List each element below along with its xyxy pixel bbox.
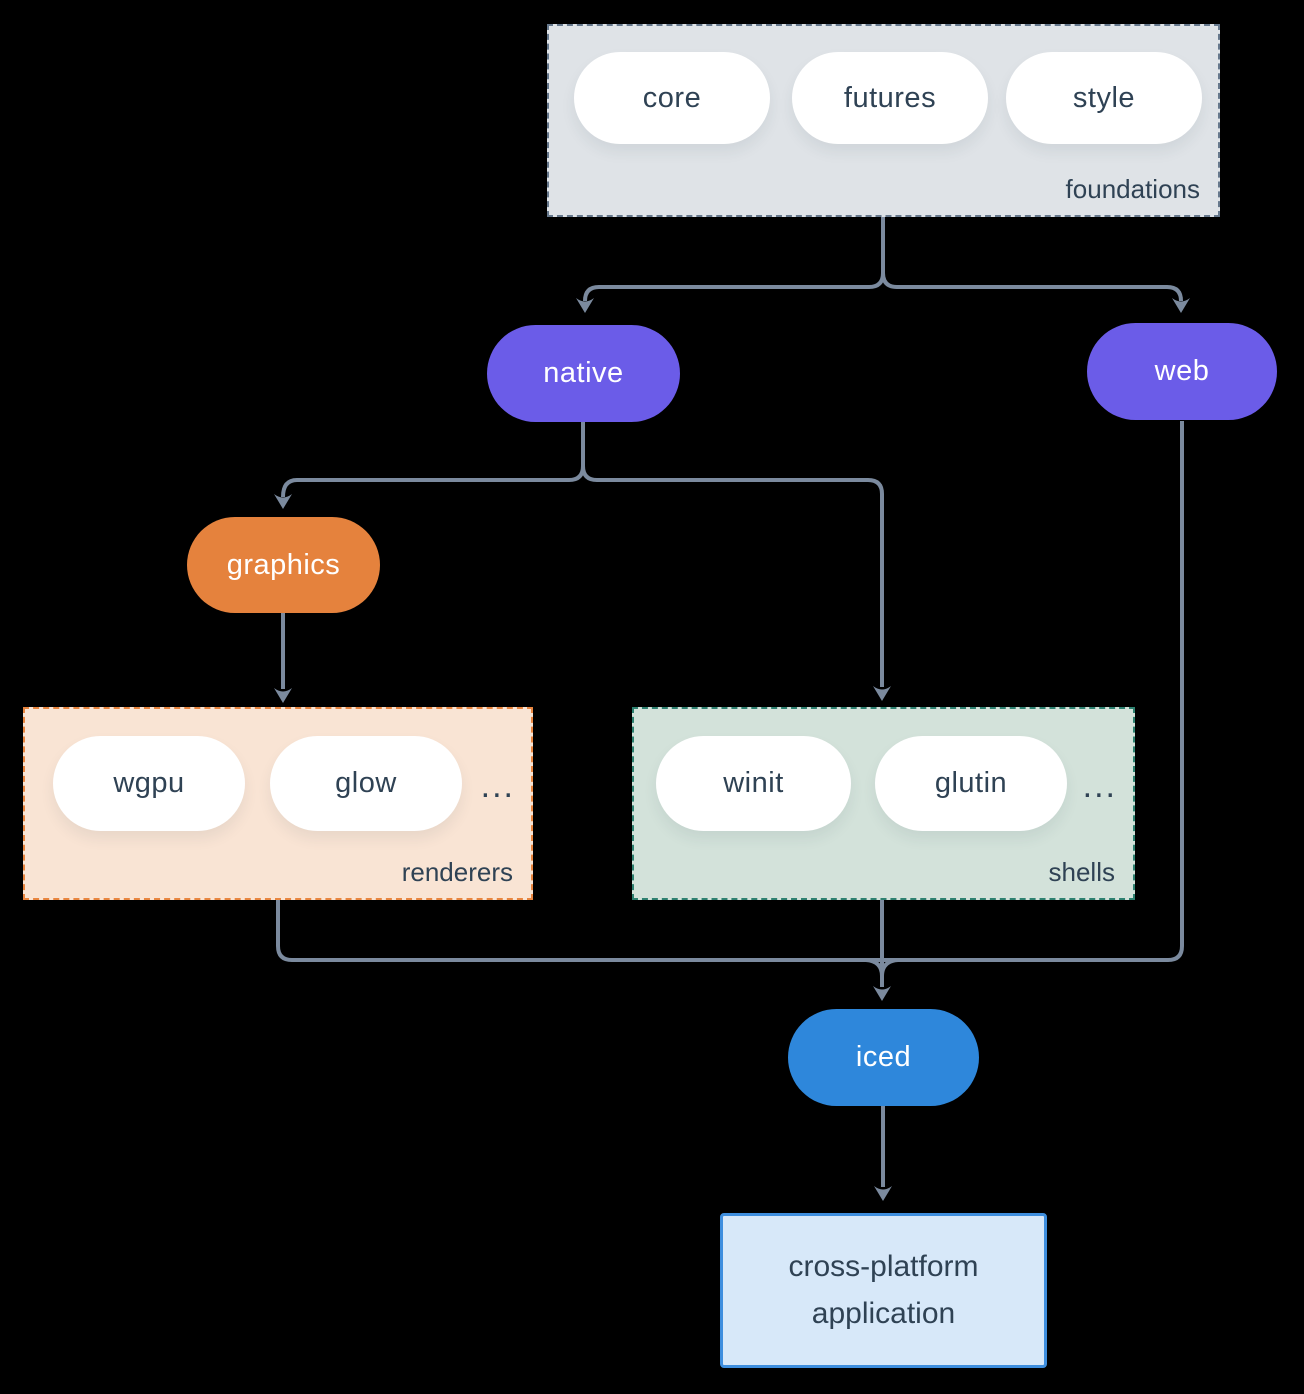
edge-bus-fillet-right: [880, 958, 899, 977]
node-winit: winit: [656, 736, 851, 831]
arrowhead-shells: [873, 686, 891, 701]
arrowhead-application: [874, 1186, 892, 1201]
node-glutin-label: glutin: [934, 767, 1008, 799]
node-core-label: core: [642, 81, 702, 114]
node-style: style: [1006, 52, 1202, 144]
node-graphics-label: graphics: [226, 548, 341, 581]
node-iced-label: iced: [855, 1041, 912, 1073]
renderers-ellipsis: ...: [480, 767, 515, 805]
arrowhead-web: [1172, 298, 1190, 313]
edge-foundations-web: [881, 217, 1183, 302]
node-wgpu-label: wgpu: [113, 767, 185, 799]
node-native: native: [487, 325, 680, 422]
node-native-label: native: [543, 357, 624, 389]
node-application-label: cross-platform application: [788, 1250, 979, 1330]
arrowhead-native: [576, 298, 594, 313]
node-wgpu: wgpu: [53, 736, 245, 831]
node-glutin: glutin: [875, 736, 1067, 831]
arrowhead-graphics: [274, 494, 292, 509]
node-futures-label: futures: [843, 81, 937, 114]
group-shells-label: shells: [1048, 857, 1115, 887]
group-renderers-label: renderers: [401, 857, 513, 887]
edge-native-shells: [581, 420, 884, 687]
node-web-label: web: [1154, 355, 1210, 387]
group-foundations: core futures style foundations: [547, 24, 1220, 217]
node-core: core: [574, 52, 770, 144]
arrowhead-iced: [873, 986, 891, 1001]
group-foundations-label: foundations: [1065, 174, 1200, 204]
node-glow-label: glow: [335, 767, 397, 799]
node-futures: futures: [792, 52, 988, 144]
node-style-label: style: [1072, 81, 1136, 114]
shells-ellipsis: ...: [1082, 767, 1117, 805]
arrowhead-renderers: [274, 688, 292, 703]
node-cross-platform-application: cross-platform application: [720, 1213, 1047, 1368]
node-graphics: graphics: [187, 517, 380, 613]
edge-renderers-web-bus: [276, 421, 1184, 962]
node-winit-label: winit: [723, 767, 784, 799]
node-glow: glow: [270, 736, 462, 831]
node-iced: iced: [788, 1009, 979, 1106]
edge-foundations-native: [583, 217, 885, 302]
edge-native-graphics: [281, 420, 585, 498]
node-web: web: [1087, 323, 1277, 420]
group-renderers: wgpu glow ... renderers: [23, 707, 533, 900]
edge-bus-fillet-left: [865, 958, 884, 977]
group-shells: winit glutin ... shells: [632, 707, 1135, 900]
